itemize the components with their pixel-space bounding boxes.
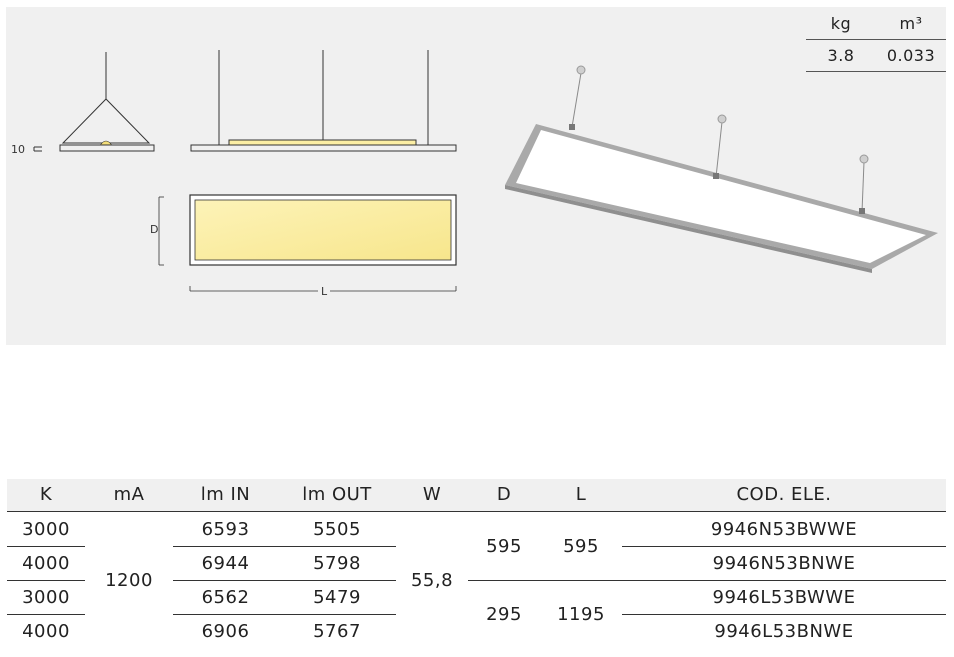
cell-lm-in: 6593 bbox=[201, 519, 250, 540]
cell-code: 9946L53BWWE bbox=[712, 587, 856, 608]
cell-d-group: 595 bbox=[486, 536, 522, 557]
header-ma: mA bbox=[113, 484, 145, 505]
row-divider bbox=[622, 546, 946, 547]
kg-header: kg bbox=[830, 14, 852, 33]
header-l: L bbox=[575, 484, 587, 505]
cell-lm-out: 5767 bbox=[313, 621, 361, 642]
side-view-drawing bbox=[33, 52, 155, 152]
cell-k: 3000 bbox=[22, 519, 70, 540]
cell-code: 9946L53BNWE bbox=[714, 621, 854, 642]
cell-code: 9946N53BNWE bbox=[712, 553, 856, 574]
row-divider bbox=[7, 546, 85, 547]
row-divider bbox=[173, 546, 396, 547]
weight-table-values: 3.8 0.033 bbox=[806, 40, 946, 72]
cell-k: 3000 bbox=[22, 587, 70, 608]
row-divider bbox=[7, 614, 85, 615]
row-divider bbox=[7, 580, 85, 581]
weight-table-header: kg m³ bbox=[806, 8, 946, 40]
cell-lm-in: 6562 bbox=[201, 587, 250, 608]
panel-3d-render bbox=[505, 65, 938, 273]
kg-value: 3.8 bbox=[827, 46, 855, 65]
top-view-drawing bbox=[158, 194, 457, 292]
length-dimension-label: L bbox=[318, 285, 331, 298]
cell-k: 4000 bbox=[22, 553, 70, 574]
row-divider bbox=[173, 580, 396, 581]
product-drawing-panel: 10 D L bbox=[6, 7, 946, 345]
spec-table-header: K mA lm IN lm OUT W D L COD. ELE. bbox=[7, 479, 946, 512]
front-view-drawing bbox=[190, 50, 457, 152]
technical-drawings bbox=[33, 50, 938, 292]
cell-code: 9946N53BWWE bbox=[710, 519, 858, 540]
header-lm-in: lm IN bbox=[200, 484, 251, 505]
depth-dimension-label: D bbox=[150, 223, 159, 236]
cell-lm-in: 6944 bbox=[201, 553, 250, 574]
row-divider bbox=[173, 614, 396, 615]
cell-w-merged: 55,8 bbox=[410, 570, 454, 591]
m3-header: m³ bbox=[899, 14, 923, 33]
header-k: K bbox=[39, 484, 53, 505]
header-d: D bbox=[496, 484, 512, 505]
header-w: W bbox=[422, 484, 442, 505]
m3-value: 0.033 bbox=[886, 46, 936, 65]
cell-l-group: 1195 bbox=[557, 604, 605, 625]
cell-ma-merged: 1200 bbox=[105, 570, 153, 591]
cell-lm-out: 5798 bbox=[313, 553, 361, 574]
cell-d-group: 295 bbox=[486, 604, 522, 625]
height-dimension-label: 10 bbox=[11, 143, 25, 156]
cell-k: 4000 bbox=[22, 621, 70, 642]
header-cod-ele: COD. ELE. bbox=[736, 484, 832, 505]
cell-lm-out: 5505 bbox=[313, 519, 361, 540]
header-lm-out: lm OUT bbox=[302, 484, 372, 505]
cell-lm-in: 6906 bbox=[201, 621, 250, 642]
row-divider bbox=[622, 614, 946, 615]
weight-volume-table: kg m³ 3.8 0.033 bbox=[806, 8, 946, 72]
cell-l-group: 595 bbox=[563, 536, 599, 557]
row-divider bbox=[468, 580, 946, 581]
cell-lm-out: 5479 bbox=[313, 587, 361, 608]
